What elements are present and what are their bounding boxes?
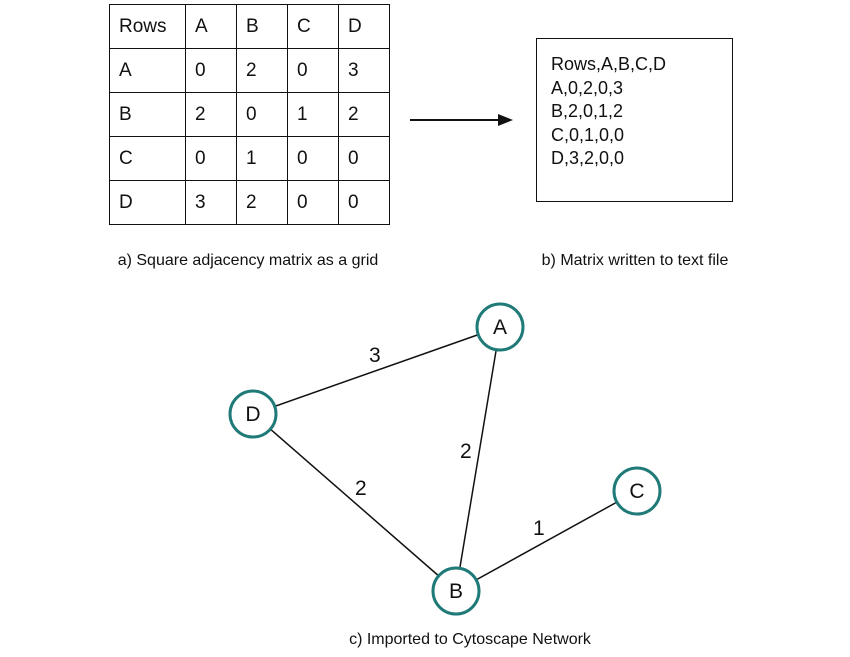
matrix-cell: C bbox=[287, 4, 339, 49]
edge-d-b bbox=[252, 413, 457, 592]
matrix-cell: 2 bbox=[338, 92, 390, 137]
matrix-cell: D bbox=[338, 4, 390, 49]
matrix-cell: C bbox=[109, 136, 186, 181]
arrow-line bbox=[410, 119, 500, 121]
edge-label-d-a: 3 bbox=[369, 344, 381, 367]
text-file-line: B,2,0,1,2 bbox=[551, 101, 624, 121]
edge-d-a bbox=[252, 326, 501, 415]
node-b: B bbox=[431, 566, 481, 616]
matrix-cell: 3 bbox=[185, 180, 237, 225]
node-label: A bbox=[493, 316, 507, 339]
matrix-cell: 0 bbox=[185, 136, 237, 181]
edge-label-d-b: 2 bbox=[355, 477, 367, 500]
node-d: D bbox=[228, 389, 278, 439]
matrix-cell: 1 bbox=[287, 92, 339, 137]
matrix-cell: 0 bbox=[338, 136, 390, 181]
matrix-cell: 0 bbox=[236, 92, 288, 137]
node-label: B bbox=[449, 580, 463, 603]
edge-label-a-b: 2 bbox=[460, 440, 472, 463]
edge-label-b-c: 1 bbox=[533, 517, 545, 540]
text-file-line: A,0,2,0,3 bbox=[551, 77, 624, 98]
text-file-line: D,3,2,0,0 bbox=[551, 148, 625, 168]
matrix-cell: 2 bbox=[236, 48, 288, 93]
node-label: D bbox=[245, 403, 260, 426]
matrix-caption: a) Square adjacency matrix as a grid bbox=[117, 252, 379, 269]
edge-a-b bbox=[455, 326, 501, 592]
matrix-cell: 0 bbox=[185, 48, 237, 93]
matrix-cell: B bbox=[109, 92, 186, 137]
node-label: C bbox=[629, 480, 644, 503]
matrix-cell: 2 bbox=[236, 180, 288, 225]
text-file-box: Rows,A,B,C,D A,0,2,0,3 B,2,0,1,2 C,0,1,0… bbox=[536, 38, 733, 202]
text-file-line: C,0,1,0,0 bbox=[551, 124, 625, 145]
text-file-caption: b) Matrix written to text file bbox=[541, 252, 729, 269]
matrix-cell: 0 bbox=[287, 136, 339, 181]
node-a: A bbox=[475, 302, 525, 352]
arrow-head-icon bbox=[498, 114, 513, 126]
node-c: C bbox=[612, 466, 662, 516]
matrix-cell: A bbox=[185, 4, 237, 49]
network-caption: c) Imported to Cytoscape Network bbox=[349, 631, 591, 648]
text-file-line: Rows,A,B,C,D bbox=[551, 54, 667, 74]
matrix-cell: 0 bbox=[287, 180, 339, 225]
matrix-cell: 0 bbox=[338, 180, 390, 225]
matrix-cell: 3 bbox=[338, 48, 390, 93]
matrix-cell: Rows bbox=[109, 4, 186, 49]
edge-b-c bbox=[455, 490, 638, 592]
